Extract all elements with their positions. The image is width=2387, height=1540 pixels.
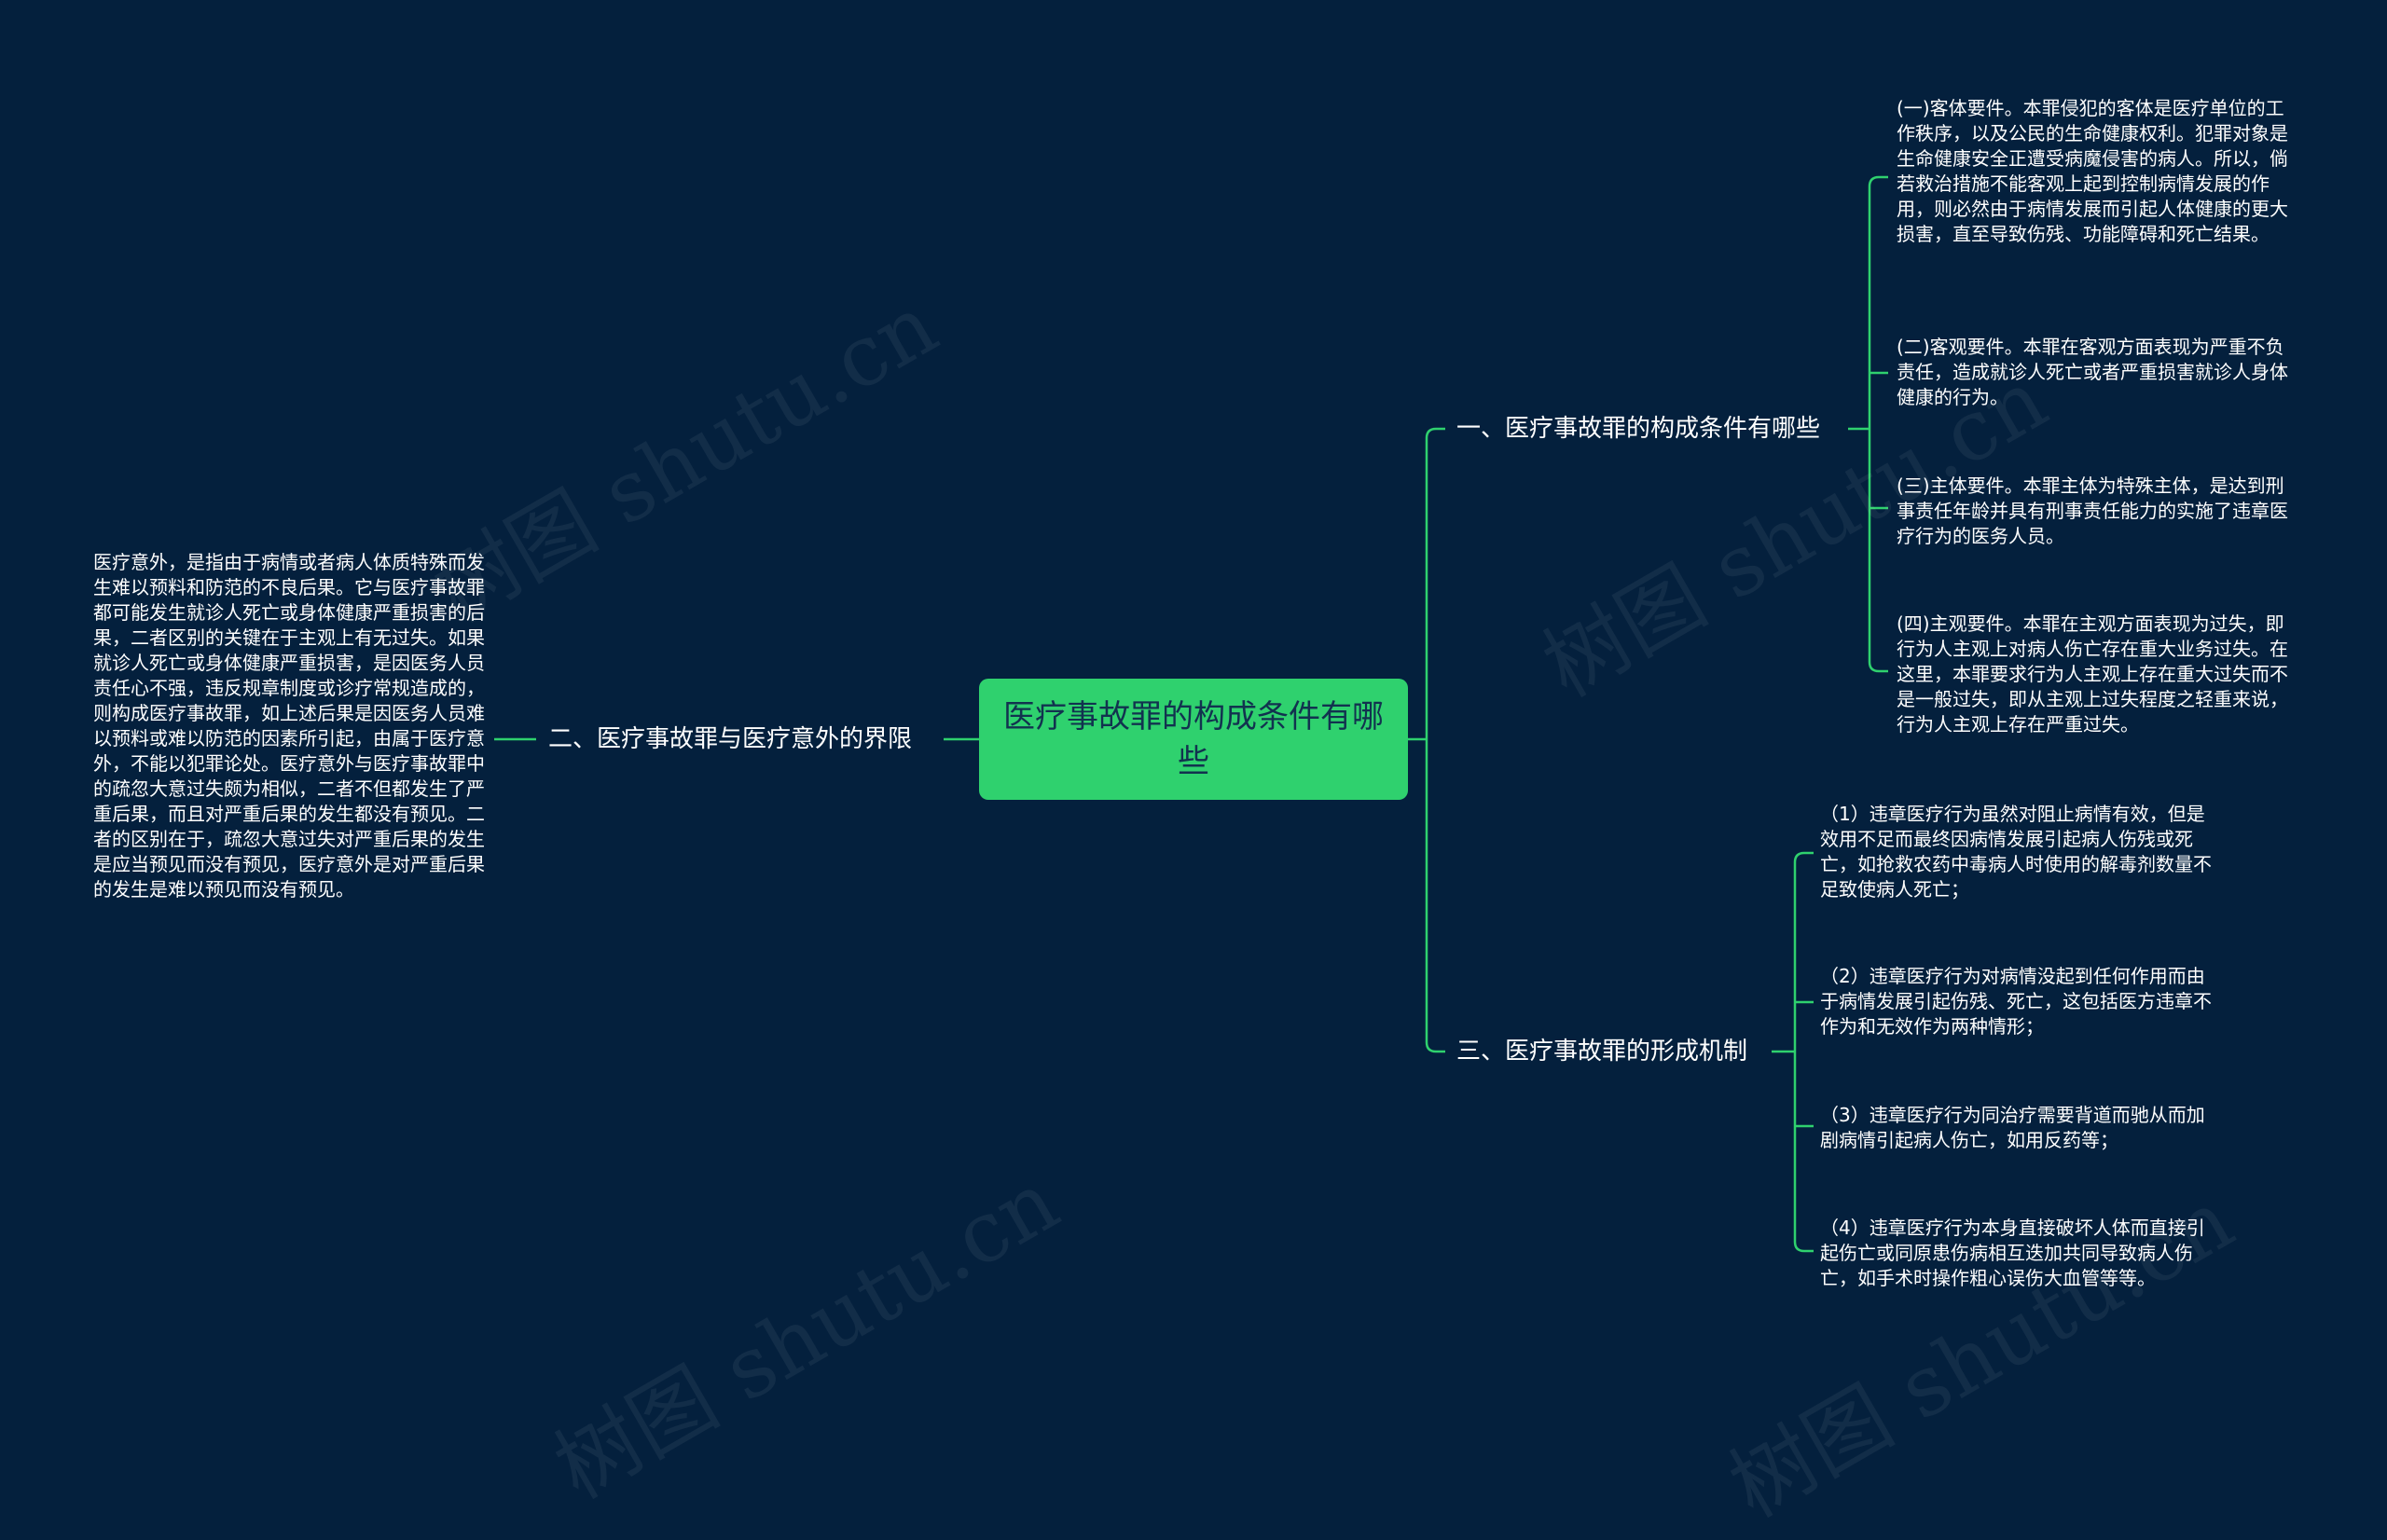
connector-lines (494, 175, 1888, 1253)
leaf-subject-element[interactable]: (三)主体要件。本罪主体为特殊主体，是达到刑事责任年龄并具有刑事责任能力的实施了… (1897, 474, 2288, 547)
leaf-mechanism-1[interactable]: （1）违章医疗行为虽然对阻止病情有效，但是效用不足而最终因病情发展引起病人伤残或… (1820, 803, 2212, 901)
branch-node-boundary[interactable]: 二、医疗事故罪与医疗意外的界限 (548, 725, 913, 753)
leaf-mechanism-3[interactable]: （3）违章医疗行为同治疗需要背道而驰从而加剧病情引起病人伤亡，如用反药等； (1820, 1104, 2205, 1151)
mind-map-canvas: 树图 shutu.cn 树图 shutu.cn 树图 shutu.cn 树图 s… (93, 97, 2288, 1536)
leaf-subjective-element[interactable]: (四)主观要件。本罪在主观方面表现为过失，即行为人主观上对病人伤亡存在重大业务过… (1897, 612, 2288, 736)
connector-trunk-right (1425, 427, 1445, 1053)
leaf-mechanism-2[interactable]: （2）违章医疗行为对病情没起到任何作用而由于病情发展引起伤残、死亡，这包括医方违… (1820, 965, 2212, 1038)
connector-b3-bracket (1793, 851, 1814, 1253)
connector-b1-bracket (1868, 175, 1888, 673)
root-title: 医疗事故罪的构成条件有哪些 (1003, 698, 1384, 780)
leaf-mechanism-4[interactable]: （4）违章医疗行为本身直接破坏人体而直接引起伤亡或同原患伤病相互迭加共同导致病人… (1820, 1217, 2205, 1289)
leaf-medical-accident-boundary[interactable]: 医疗意外，是指由于病情或者病人体质特殊而发生难以预料和防范的不良后果。它与医疗事… (93, 551, 485, 901)
root-node[interactable]: 医疗事故罪的构成条件有哪些 (979, 679, 1408, 800)
leaf-objective-element[interactable]: (二)客观要件。本罪在客观方面表现为严重不负责任，造成就诊人死亡或者严重损害就诊… (1897, 336, 2288, 408)
branch-node-mechanism[interactable]: 三、医疗事故罪的形成机制 (1456, 1038, 1748, 1066)
branch-node-conditions[interactable]: 一、医疗事故罪的构成条件有哪些 (1456, 415, 1821, 443)
leaf-object-element[interactable]: (一)客体要件。本罪侵犯的客体是医疗单位的工作秩序，以及公民的生命健康权利。犯罪… (1897, 97, 2288, 245)
